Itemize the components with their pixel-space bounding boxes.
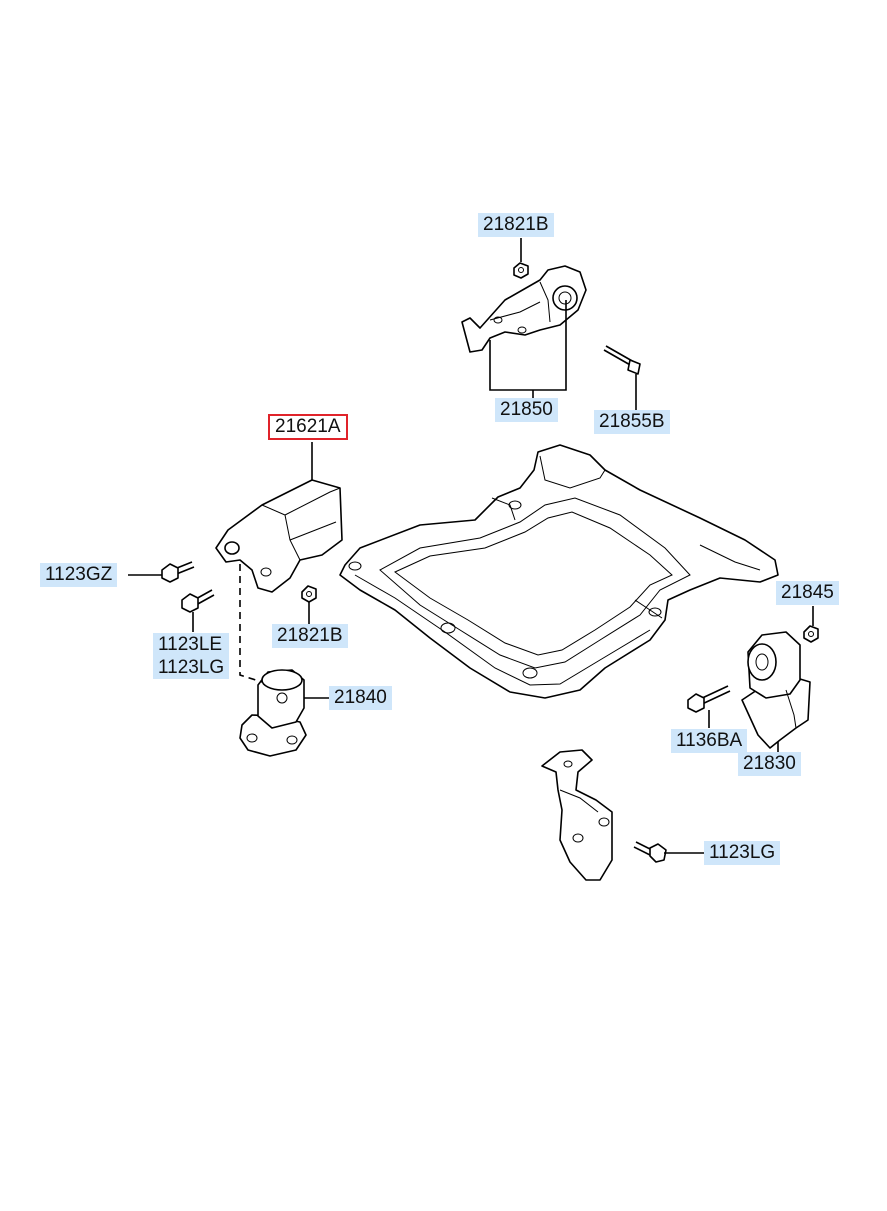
callout-1123LE-1123LG[interactable]: 1123LE 1123LG	[153, 633, 230, 679]
upper-mount-21850	[461, 265, 587, 353]
nut-21845	[803, 625, 819, 643]
callout-1123LE-line1: 1123LE	[158, 634, 223, 655]
bolt-1136BA	[687, 685, 731, 713]
callout-21621A-highlighted[interactable]: 21621A	[268, 414, 348, 440]
callout-1123LE-line2: 1123LG	[158, 657, 225, 678]
callout-21850[interactable]: 21850	[495, 398, 558, 422]
callout-21845[interactable]: 21845	[776, 581, 839, 605]
callout-1123LG[interactable]: 1123LG	[704, 841, 781, 865]
lower-bracket	[541, 749, 613, 881]
bolt-1123LG	[633, 841, 667, 863]
nut-21821B-top	[513, 262, 529, 279]
bolt-1123LE	[181, 589, 215, 613]
callout-21821B-top[interactable]: 21821B	[478, 213, 554, 237]
subframe-crossmember	[339, 444, 779, 699]
bolt-21855B	[603, 345, 641, 375]
callout-1136BA[interactable]: 1136BA	[671, 729, 748, 753]
callout-1123GZ[interactable]: 1123GZ	[40, 563, 118, 587]
callout-21821B-left[interactable]: 21821B	[272, 624, 348, 648]
callout-21830[interactable]: 21830	[738, 752, 801, 776]
nut-21821B-left	[301, 585, 317, 603]
mount-21840	[239, 669, 307, 757]
callout-21855B[interactable]: 21855B	[594, 410, 670, 434]
callout-21840[interactable]: 21840	[329, 686, 392, 710]
bolt-1123GZ	[161, 561, 195, 583]
leader-lines	[128, 238, 814, 854]
bracket-21621A	[215, 479, 343, 593]
mount-21830	[741, 631, 811, 749]
